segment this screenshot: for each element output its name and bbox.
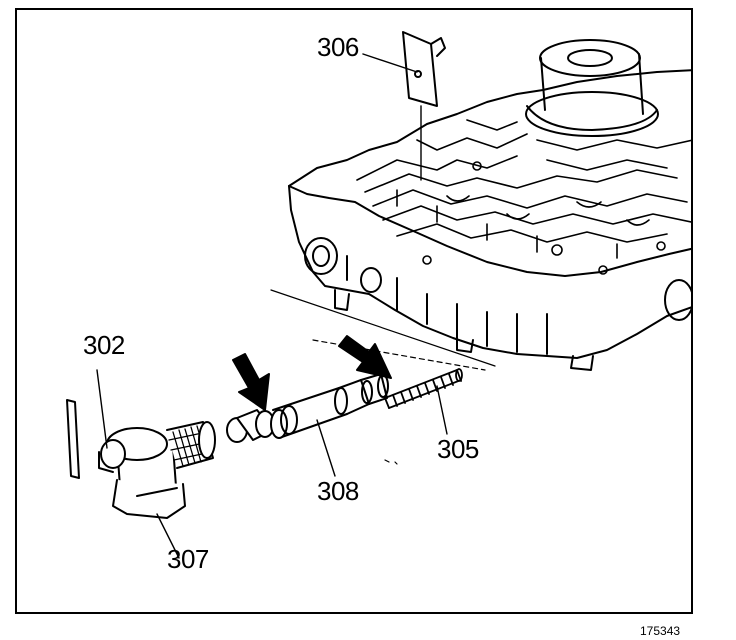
clip-306-drawing: [402, 31, 446, 181]
exploded-view-drawing: [66, 31, 691, 559]
arrow-down-left: [232, 353, 270, 411]
diagram-frame: 306 302 305 308 307: [15, 8, 693, 614]
callout-305: 305: [437, 434, 479, 464]
seal-302-drawing: [66, 399, 80, 479]
callout-307: 307: [167, 544, 209, 574]
valve-308-drawing: [226, 373, 389, 477]
callout-302: 302: [83, 330, 125, 360]
arrow-down-right: [338, 335, 392, 379]
valve-body: [288, 39, 691, 371]
callout-306: 306: [317, 32, 359, 62]
figure-number: 175343: [640, 624, 681, 638]
spring-305-drawing: [384, 368, 463, 435]
direction-arrows: [232, 335, 392, 411]
solenoid-307-drawing: [96, 369, 216, 559]
callout-308: 308: [317, 476, 359, 506]
